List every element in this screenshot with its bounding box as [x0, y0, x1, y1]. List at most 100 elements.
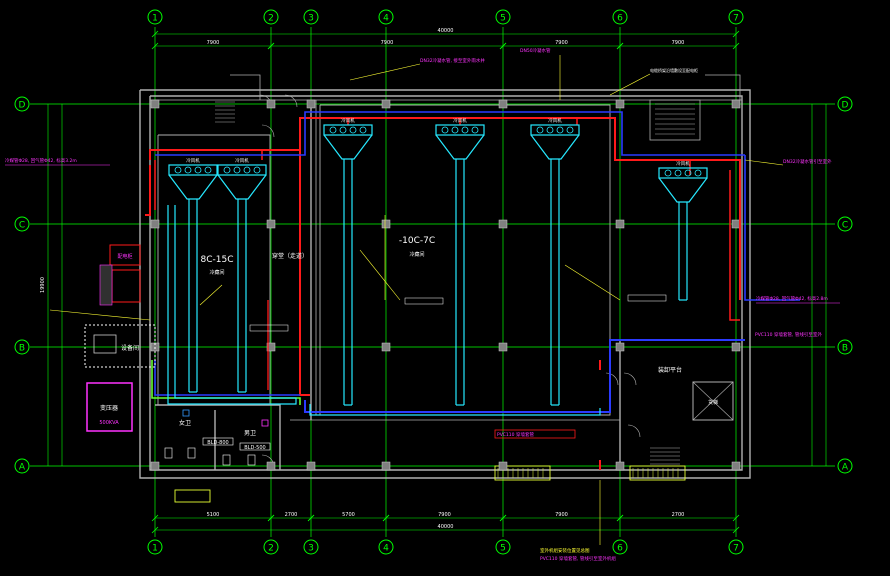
- axis-bubble-col-2: [263, 539, 279, 555]
- axis-label-col-1: 1: [152, 14, 158, 24]
- axis-label-col-6: 6: [617, 14, 623, 24]
- axis-bubble-row-B: [14, 339, 30, 355]
- blue-main-pipe: [155, 111, 745, 156]
- cooler-fan: [566, 126, 574, 134]
- transformer-box: [86, 382, 133, 432]
- cold-room-large-wall: [319, 104, 611, 416]
- cooler-fan: [253, 166, 261, 174]
- leader-left-lower: [49, 309, 151, 321]
- note-right: DN32冷凝水管引至室外: [783, 158, 832, 165]
- cooler-unit: [530, 124, 580, 136]
- cooler-fan: [546, 126, 554, 134]
- loading-dock: [629, 465, 686, 481]
- blue-return-pipe: [304, 339, 745, 413]
- dim-top-total-tick: [151, 30, 159, 38]
- note-tag-frame: [627, 294, 667, 302]
- cooler-fan: [174, 166, 182, 174]
- structural-column: [731, 99, 741, 109]
- cooler-fan: [329, 126, 337, 134]
- cooler-large-1: 冷风机: [323, 117, 373, 406]
- cooler-fan: [684, 169, 692, 177]
- structural-column: [306, 461, 316, 471]
- axis-bubble-col-5: [495, 539, 511, 555]
- dim-top-seg-text: 7900: [555, 40, 568, 46]
- cooler-hood: [168, 174, 218, 200]
- axis-label-col-1: 1: [152, 544, 158, 554]
- cooler-small-2: 冷风机: [217, 157, 267, 393]
- structural-column: [731, 342, 741, 352]
- dim-top-seg-tick: [499, 42, 507, 50]
- axis-bubble-row-D: [14, 96, 30, 112]
- axis-bubble-col-1: [147, 539, 163, 555]
- outer-wall-inner: [149, 95, 743, 471]
- elevator-cross: [692, 381, 734, 421]
- red-main-pipe: [149, 117, 741, 300]
- cooler-unit: [323, 124, 373, 136]
- dim-bottom-seg-text: 7900: [555, 512, 568, 518]
- dim-top-seg-text: 7900: [672, 40, 685, 46]
- air-cooler-ducts: 冷风机冷风机冷风机冷风机冷风机冷风机: [167, 117, 708, 416]
- leader-right: [744, 159, 784, 166]
- axis-label-col-5: 5: [500, 14, 506, 24]
- door-swing: [284, 94, 298, 108]
- dim-top-seg-tick: [732, 42, 740, 50]
- door-swing: [261, 124, 275, 138]
- cooler-hood: [217, 174, 267, 200]
- cold-room-large-temp: -10C-7C: [399, 236, 435, 246]
- axis-bubble-row-A: [837, 458, 853, 474]
- note-top-right: 电缆桥架沿墙敷设至配电柜: [650, 67, 698, 73]
- door-swing: [623, 372, 637, 386]
- structural-column: [266, 99, 276, 109]
- structural-column: [381, 342, 391, 352]
- dim-bottom-seg-tick: [382, 514, 390, 522]
- door-swing: [605, 372, 619, 386]
- cyan-trunk-left: [167, 205, 297, 405]
- axis-bubble-col-1: [147, 9, 163, 25]
- cooler-label: 冷风机: [235, 157, 249, 164]
- cooler-fan: [451, 126, 459, 134]
- transformer-capacity: 500KVA: [99, 420, 119, 426]
- cooler-fan: [556, 126, 564, 134]
- cold-room-small-name: 冷藏间: [209, 269, 224, 276]
- axis-bubble-col-6: [612, 9, 628, 25]
- axis-bubble-col-7: [728, 9, 744, 25]
- note-right-pipe: 冷媒管Φ28, 回气管Φ42, 标高2.8m: [756, 295, 828, 302]
- note-tag-frame: [249, 324, 289, 332]
- structural-column: [150, 99, 160, 109]
- cooler-fan: [233, 166, 241, 174]
- note-pvc-right: PVC110 穿墙套管, 管线引至室外: [755, 331, 822, 338]
- structural-column: [498, 99, 508, 109]
- cooler-unit: [658, 167, 708, 179]
- axis-label-row-B: B: [19, 344, 25, 354]
- cooler-hood: [435, 134, 485, 160]
- axis-bubble-col-5: [495, 9, 511, 25]
- axis-label-col-7: 7: [733, 14, 739, 24]
- structural-column: [150, 461, 160, 471]
- cyan-trunk-bottom: [309, 404, 601, 416]
- cooler-hood: [658, 177, 708, 203]
- axis-bubble-col-4: [378, 539, 394, 555]
- axis-label-row-D: D: [842, 101, 849, 111]
- structural-column: [498, 219, 508, 229]
- leader-room-large: [359, 249, 401, 301]
- entry-step: [174, 489, 211, 503]
- axis-label-col-7: 7: [733, 544, 739, 554]
- leader-top-1: [349, 63, 421, 81]
- structural-column: [266, 342, 276, 352]
- distribution-box-a-frame: [202, 437, 234, 446]
- structural-column: [731, 219, 741, 229]
- toilet-fixture: [222, 454, 231, 466]
- red-left-branch: [145, 165, 151, 216]
- dim-bottom-total-tick: [732, 526, 740, 534]
- cooler-large-4: 冷风机: [658, 160, 708, 301]
- axis-bubble-row-A: [14, 458, 30, 474]
- axis-label-row-C: C: [842, 221, 848, 231]
- cooler-fan: [359, 126, 367, 134]
- leader-room-large-2: [564, 264, 621, 301]
- structural-column: [498, 342, 508, 352]
- loading-dock: [494, 465, 551, 481]
- wc-enclosure: [155, 404, 281, 470]
- cooler-unit: [168, 164, 218, 176]
